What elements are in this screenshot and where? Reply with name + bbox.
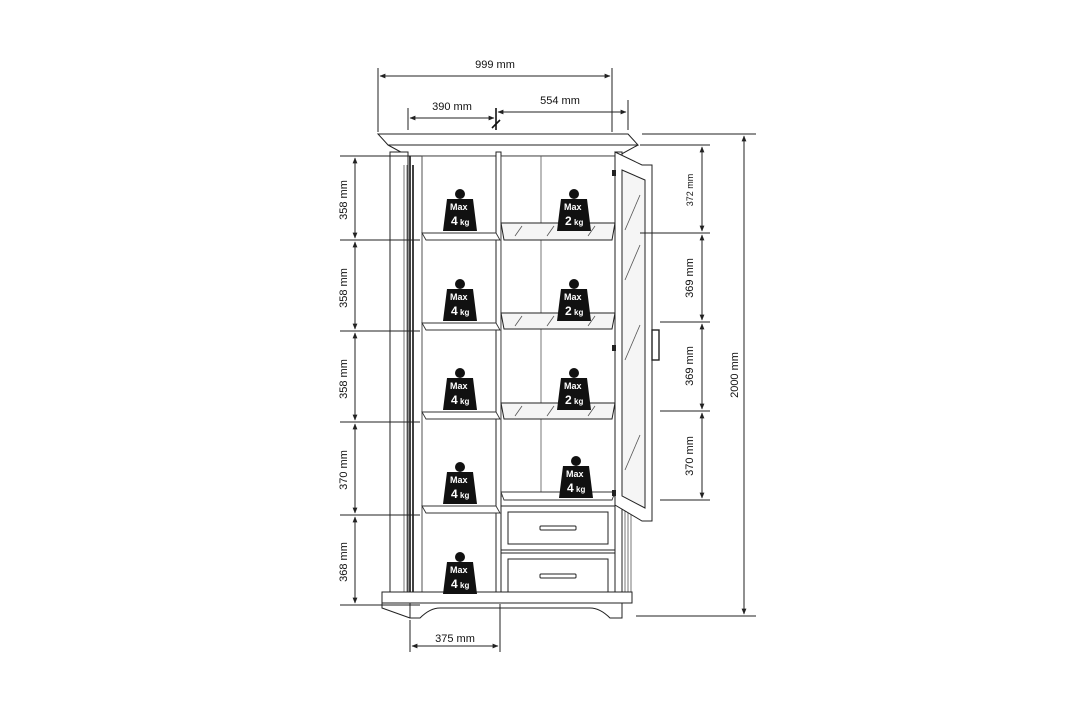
weight-value: 4 (451, 214, 458, 228)
plinth-foot (409, 603, 623, 619)
dimension-lines: 999 mm 390 mm 554 mm 358 mm 358 mm 358 m… (338, 59, 756, 652)
weight-value: 4 (451, 487, 458, 501)
left-shelf-1 (421, 232, 501, 241)
weight-icon: Max 2 kg (557, 279, 591, 321)
weight-unit: kg (460, 308, 469, 317)
door-handle (651, 329, 660, 361)
weight-unit: kg (460, 397, 469, 406)
weight-value: 4 (451, 304, 458, 318)
left-shelf-3 (421, 411, 501, 420)
left-height-label: 358 mm (338, 268, 350, 308)
right-shelf-4 (500, 491, 616, 501)
weight-icon: Max 2 kg (557, 189, 591, 231)
left-height-label: 358 mm (338, 359, 350, 399)
left-height-label: 358 mm (338, 180, 350, 220)
right-height-label: 369 mm (684, 258, 696, 298)
left-shelf-2 (421, 322, 501, 331)
base-plinth (381, 591, 633, 604)
drawer-upper-handle (539, 525, 577, 531)
weight-icon: Max 2 kg (557, 368, 591, 410)
left-width-label: 390 mm (432, 101, 472, 113)
weight-value: 2 (565, 393, 572, 407)
weight-max-label: Max (566, 469, 584, 479)
left-side-panel (389, 151, 409, 601)
weight-icons: Max 4 kg Max 4 kg Max 4 kg Max 4 kg (443, 189, 593, 594)
total-height-label: 2000 mm (729, 352, 741, 398)
weight-max-label: Max (450, 292, 468, 302)
right-height-label: 369 mm (684, 346, 696, 386)
left-height-label: 370 mm (338, 450, 350, 490)
weight-unit: kg (460, 491, 469, 500)
weight-icon: Max 4 kg (559, 456, 593, 498)
weight-value: 2 (565, 214, 572, 228)
weight-unit: kg (574, 218, 583, 227)
drawer-upper (500, 505, 616, 551)
top-underside (387, 144, 639, 157)
top-plate (376, 133, 640, 146)
cabinet-body (376, 133, 640, 619)
weight-max-label: Max (450, 202, 468, 212)
door-glass (621, 169, 646, 509)
right-height-label: 372 mm (685, 174, 695, 207)
weight-value: 2 (565, 304, 572, 318)
weight-max-label: Max (564, 292, 582, 302)
weight-unit: kg (460, 581, 469, 590)
right-height-label: 370 mm (684, 436, 696, 476)
weight-max-label: Max (564, 202, 582, 212)
weight-icon: Max 4 kg (443, 189, 477, 231)
weight-unit: kg (460, 218, 469, 227)
weight-icon: Max 4 kg (443, 279, 477, 321)
weight-max-label: Max (564, 381, 582, 391)
weight-icon: Max 4 kg (443, 552, 477, 594)
weight-icon: Max 4 kg (443, 462, 477, 504)
left-height-label: 368 mm (338, 542, 350, 582)
weight-max-label: Max (450, 381, 468, 391)
weight-value: 4 (451, 393, 458, 407)
depth-label: 375 mm (435, 633, 475, 645)
weight-max-label: Max (450, 475, 468, 485)
total-width-label: 999 mm (475, 59, 515, 71)
weight-unit: kg (574, 308, 583, 317)
weight-icon: Max 4 kg (443, 368, 477, 410)
weight-value: 4 (567, 481, 574, 495)
weight-value: 4 (451, 577, 458, 591)
weight-unit: kg (574, 397, 583, 406)
drawer-lower-handle (539, 573, 577, 579)
weight-max-label: Max (450, 565, 468, 575)
weight-unit: kg (576, 485, 585, 494)
glass-door (612, 151, 660, 522)
left-shelf-4 (421, 505, 501, 514)
right-width-label: 554 mm (540, 95, 580, 107)
middle-divider (495, 151, 502, 603)
